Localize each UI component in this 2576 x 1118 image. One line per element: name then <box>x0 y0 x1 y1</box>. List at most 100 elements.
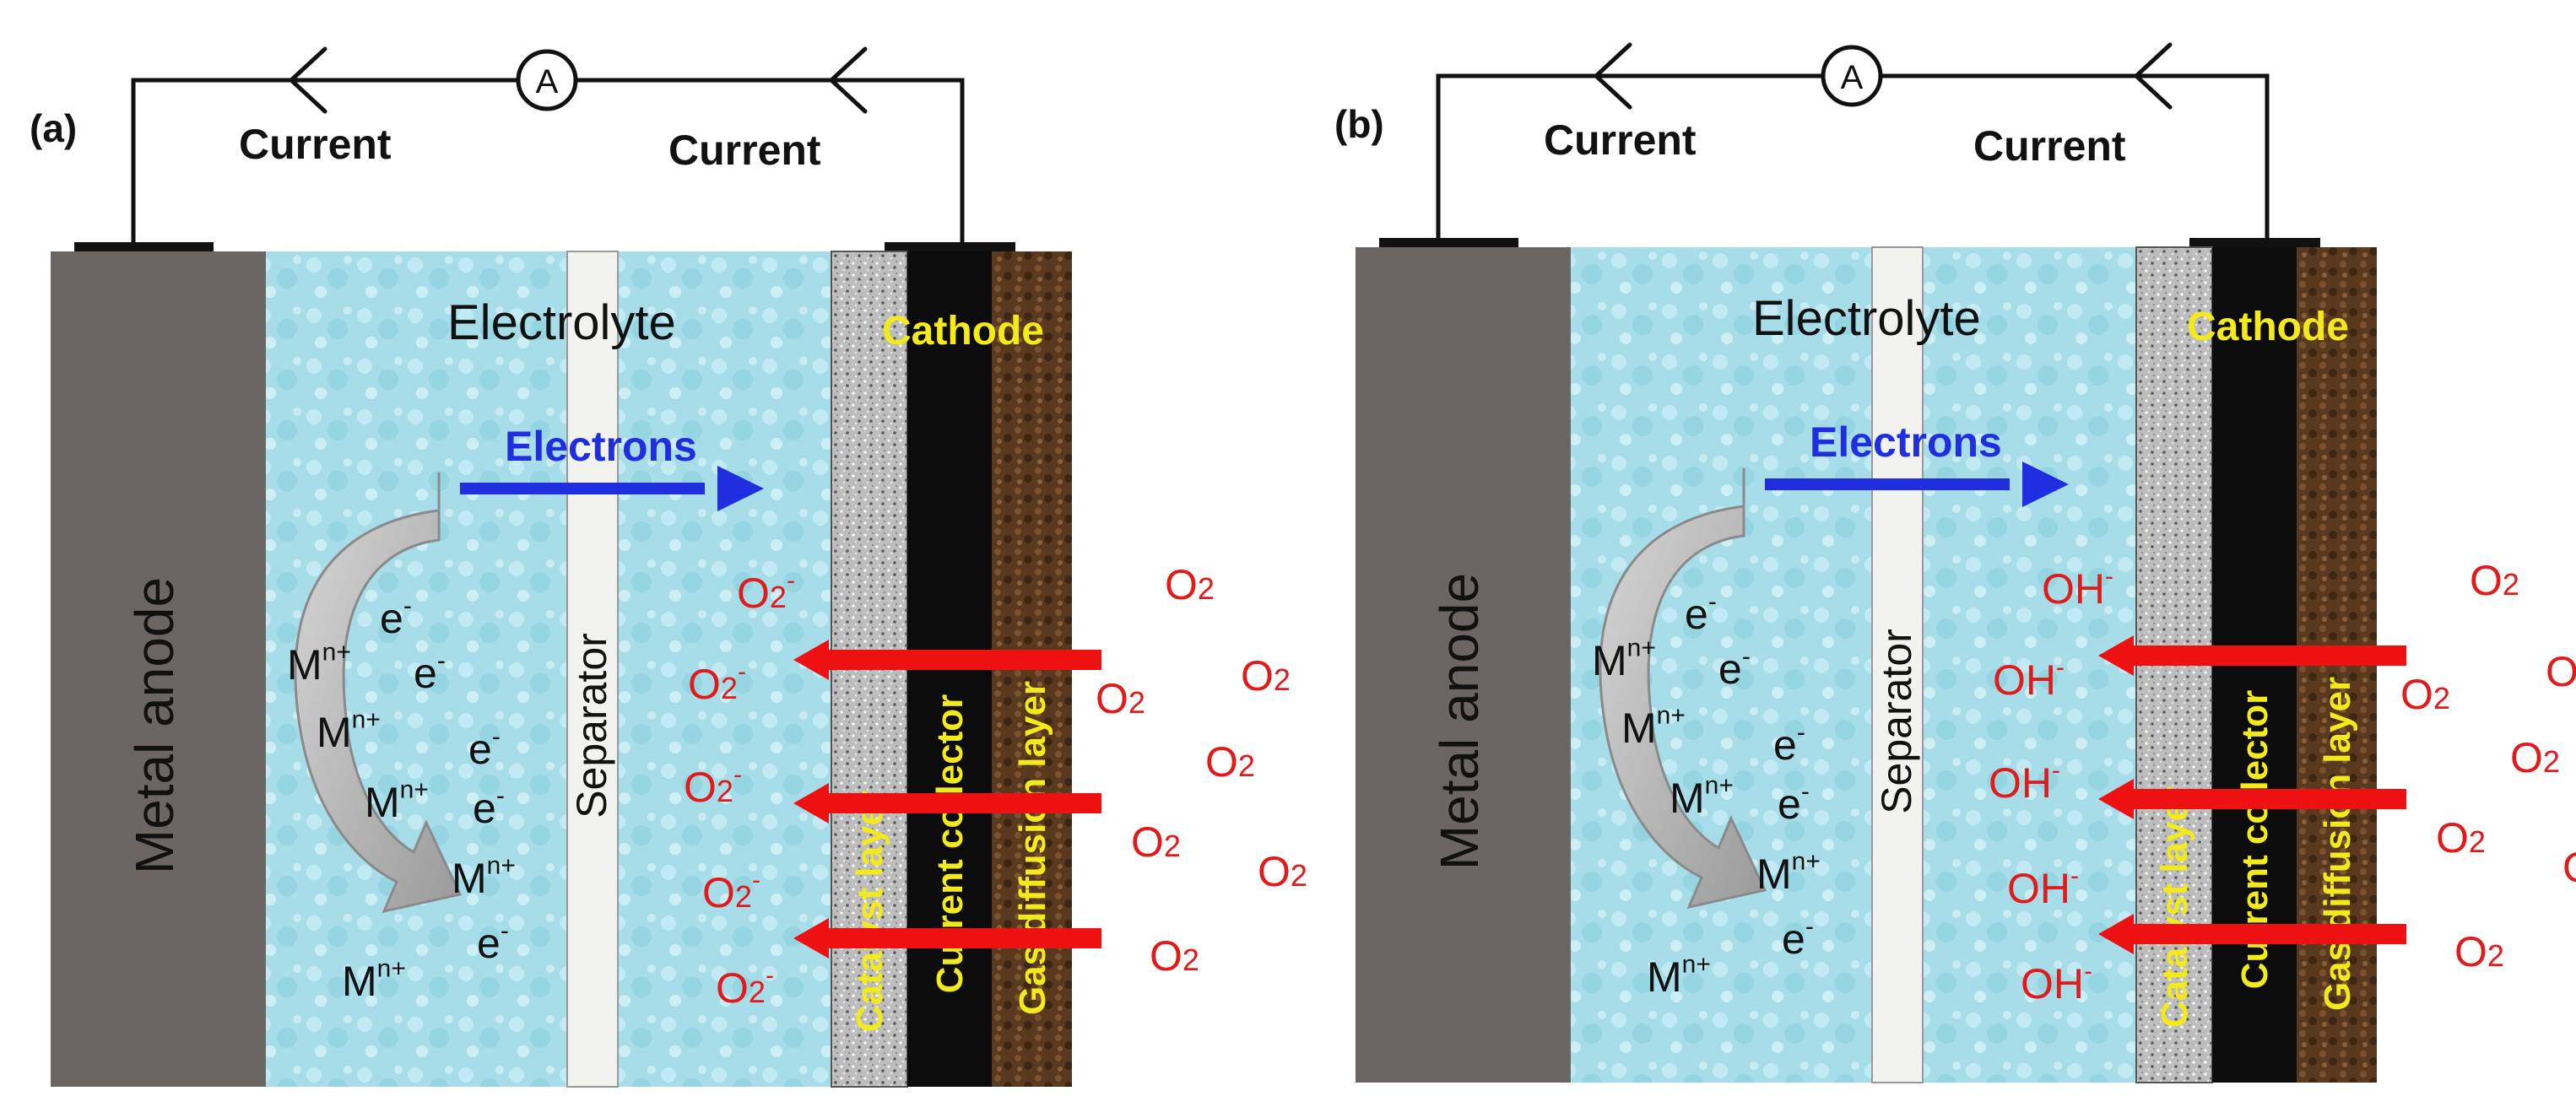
current-label-left: Current <box>239 121 392 168</box>
metal-ion-4: Mn+ <box>1756 848 1821 899</box>
arrow-head <box>2098 914 2134 954</box>
electron-5: e- <box>477 917 509 968</box>
arrow-shaft <box>825 650 1101 670</box>
current-arrow-left <box>289 46 327 114</box>
gas-diffusion-label: Gas diffusion layer <box>2317 677 2358 1011</box>
arrow-head <box>2098 779 2134 819</box>
catalyst-layer-label: Catalyst layer <box>849 791 890 1032</box>
reduced-species-5: O2- <box>716 962 774 1013</box>
metal-anode <box>51 251 266 1087</box>
ammeter <box>1821 45 1883 107</box>
curved-arrow <box>1599 468 1767 910</box>
separator-label: Separator <box>568 633 615 818</box>
arrow-head <box>793 640 829 680</box>
current-collector-label: Current collector <box>929 694 971 994</box>
oxygen-molecule-3: O2 <box>2546 648 2576 695</box>
separator <box>566 251 619 1088</box>
oxygen-molecule-7: O2 <box>2454 928 2504 975</box>
reduced-species-3: O2- <box>684 761 742 812</box>
arrow-shaft <box>2130 645 2406 666</box>
current-label-right: Current <box>668 127 821 174</box>
cathode-terminal <box>2189 238 2320 248</box>
oxygen-molecule-1: O2 <box>2470 557 2519 604</box>
cathode-terminal <box>885 242 1015 252</box>
arrow-head <box>793 783 829 824</box>
metal-ion-3: Mn+ <box>365 776 429 827</box>
electrolyte-label: Electrolyte <box>1752 291 1981 346</box>
electron-2: e- <box>1718 643 1751 694</box>
anode-terminal <box>1379 238 1518 248</box>
arrow-shaft <box>825 928 1101 948</box>
metal-ion-1: Mn+ <box>287 639 351 689</box>
ammeter-label: A <box>536 63 559 100</box>
electrolyte <box>266 251 831 1087</box>
reduced-species-4: O2- <box>702 867 760 917</box>
reduced-species-2: OH- <box>1993 654 2065 705</box>
current-label-left: Current <box>1544 116 1697 164</box>
electrons-arrow-shaft <box>1765 478 2010 490</box>
metal-ion-5: Mn+ <box>342 955 406 1006</box>
metal-ion-1: Mn+ <box>1592 635 1656 685</box>
electrolyte <box>1571 247 2136 1083</box>
electrons-label: Electrons <box>505 423 697 470</box>
electron-3: e- <box>1773 719 1805 770</box>
oxygen-molecule-2: O2 <box>1096 675 1145 722</box>
metal-anode <box>1356 247 1571 1083</box>
reduced-species-1: OH- <box>2042 563 2113 613</box>
metal-ion-4: Mn+ <box>452 852 516 903</box>
oxygen-arrow-3 <box>793 918 1101 959</box>
cathode-label: Cathode <box>2187 305 2349 349</box>
separator-label: Separator <box>1873 629 1920 814</box>
electron-5: e- <box>1782 913 1814 964</box>
electrolyte-label: Electrolyte <box>447 295 676 350</box>
arrow-shaft <box>2130 924 2406 944</box>
reduced-species-1: O2- <box>737 567 795 618</box>
oxygen-molecule-7: O2 <box>1150 932 1199 980</box>
anode-terminal <box>74 242 214 252</box>
reduced-species-3: OH- <box>1989 757 2060 807</box>
oxygen-arrow-3 <box>2098 914 2406 954</box>
arrow-head <box>2098 635 2134 676</box>
electron-3: e- <box>468 723 501 774</box>
metal-ion-2: Mn+ <box>1621 702 1686 753</box>
oxygen-molecule-5: O2 <box>1131 818 1181 866</box>
catalyst-layer-label: Catalyst layer <box>2154 786 2195 1028</box>
oxygen-molecule-4: O2 <box>2510 734 2560 781</box>
current-arrow-left <box>1594 42 1632 110</box>
arrow-shaft <box>2130 789 2406 809</box>
reduced-species-4: OH- <box>2007 862 2079 913</box>
cathode-label: Cathode <box>882 309 1044 354</box>
current-arrow-right <box>2134 42 2173 110</box>
anode-label: Metal anode <box>1429 573 1490 870</box>
panel-label: (b) <box>1334 102 1384 146</box>
metal-ion-5: Mn+ <box>1647 951 1711 1002</box>
oxygen-molecule-2: O2 <box>2400 671 2450 718</box>
oxygen-arrow-1 <box>2098 635 2406 676</box>
oxygen-arrow-2 <box>793 783 1101 824</box>
ammeter-label: A <box>1841 59 1864 96</box>
metal-ion-2: Mn+ <box>317 706 381 757</box>
electrons-arrow-shaft <box>460 483 705 494</box>
oxygen-molecule-6: O2 <box>2562 844 2576 891</box>
arrow-shaft <box>825 793 1101 813</box>
oxygen-molecule-4: O2 <box>1205 738 1255 786</box>
metal-ion-3: Mn+ <box>1670 772 1734 823</box>
ammeter <box>516 49 578 111</box>
reduced-species-5: OH- <box>2021 958 2092 1008</box>
arrow-head <box>793 918 829 959</box>
gas-diffusion-label: Gas diffusion layer <box>1012 681 1053 1015</box>
electrons-label: Electrons <box>1810 419 2002 466</box>
electron-1: e- <box>1685 588 1717 639</box>
oxygen-molecule-6: O2 <box>1258 848 1307 895</box>
electron-1: e- <box>380 592 412 643</box>
separator <box>1871 246 1924 1083</box>
electron-4: e- <box>1778 778 1810 829</box>
panel-label: (a) <box>30 106 77 150</box>
current-label-right: Current <box>1973 122 2126 170</box>
oxygen-molecule-3: O2 <box>1241 652 1291 699</box>
curved-arrow <box>294 473 463 914</box>
oxygen-molecule-1: O2 <box>1165 561 1215 608</box>
